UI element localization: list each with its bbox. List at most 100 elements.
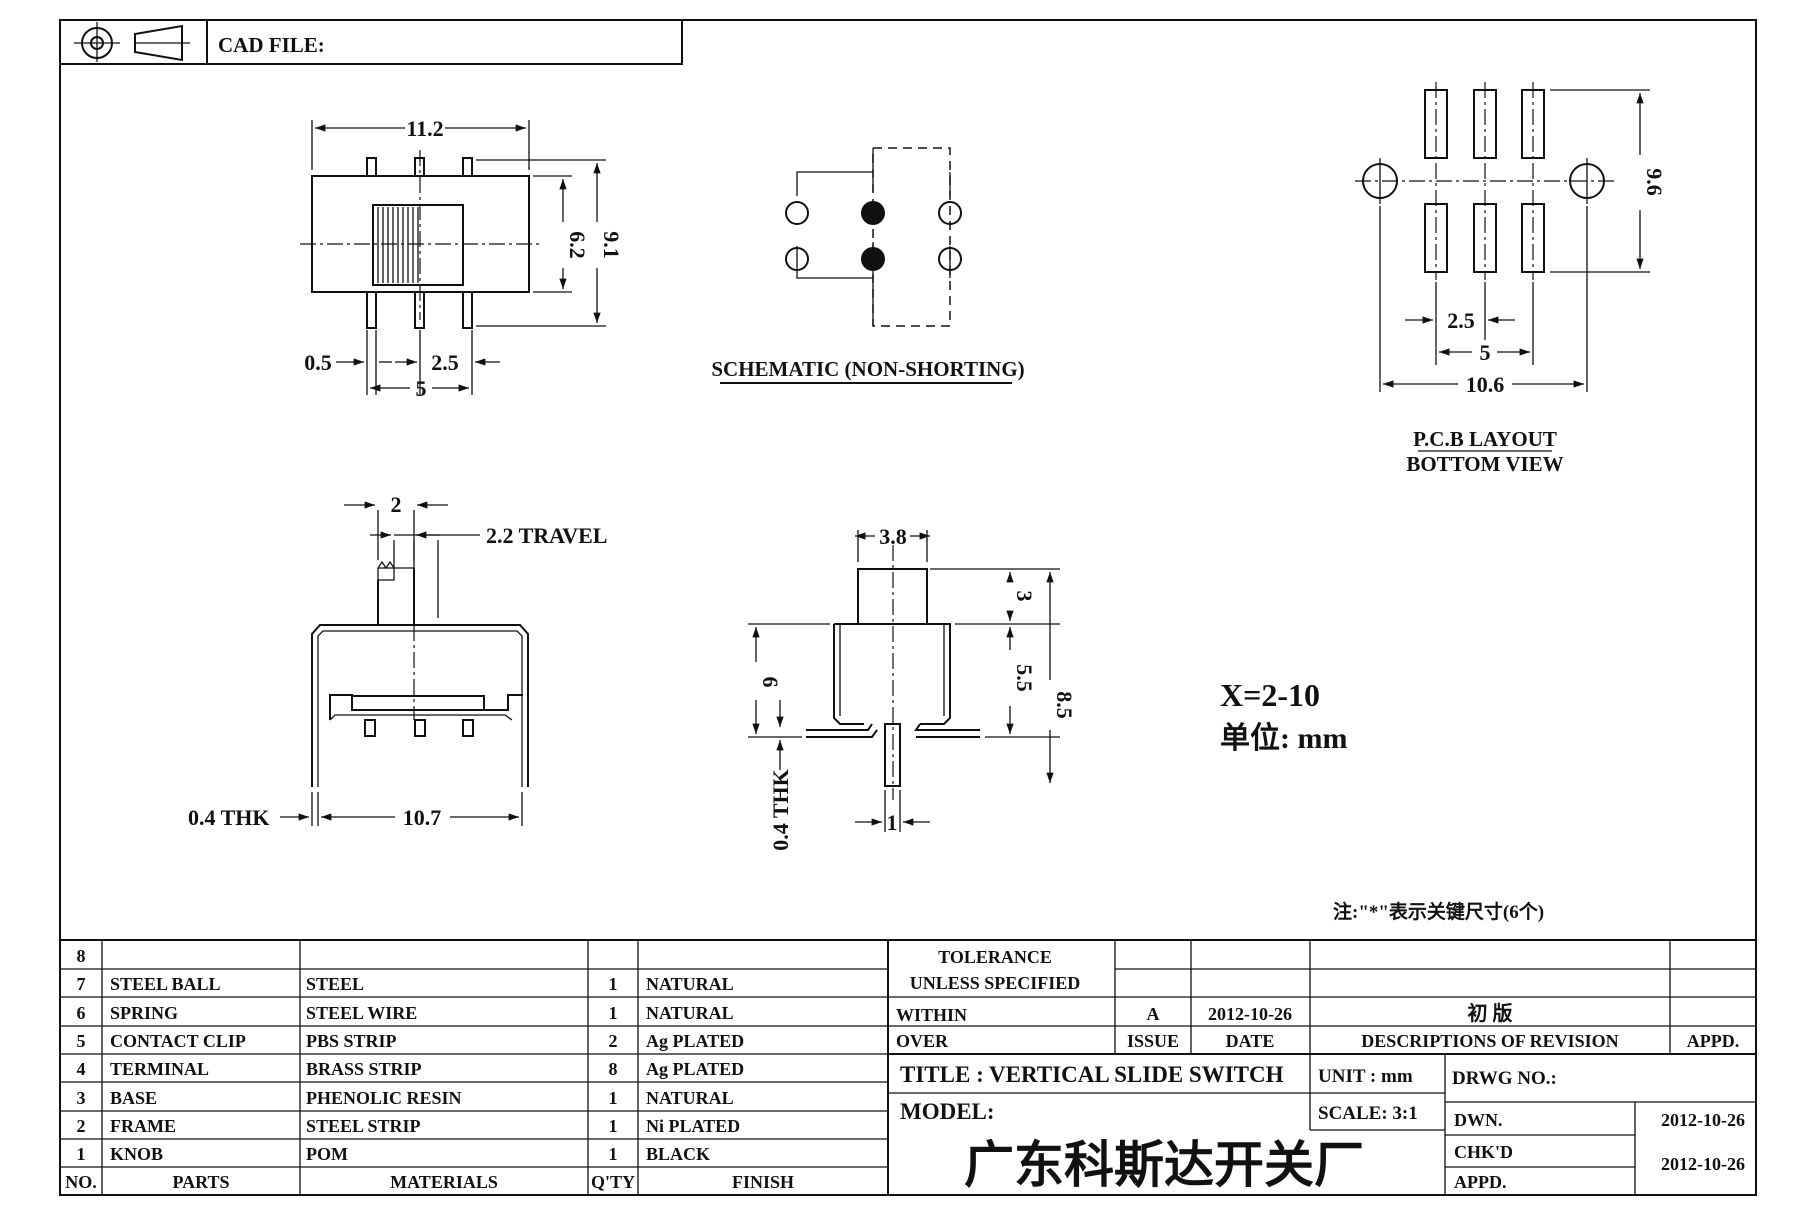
schematic: SCHEMATIC (NON-SHORTING)	[711, 147, 1025, 384]
svg-text:6: 6	[77, 1003, 86, 1023]
svg-text:DWN.: DWN.	[1454, 1110, 1503, 1130]
schematic-terminal	[785, 201, 809, 225]
title-block-grid	[60, 939, 1756, 1195]
svg-text:OVER: OVER	[896, 1031, 949, 1051]
svg-text:1: 1	[609, 1003, 618, 1023]
svg-text:NO.: NO.	[65, 1172, 97, 1192]
svg-text:6: 6	[758, 677, 783, 688]
svg-text:2012-10-26: 2012-10-26	[1208, 1004, 1292, 1024]
svg-text:8: 8	[77, 946, 86, 966]
svg-text:DATE: DATE	[1226, 1031, 1275, 1051]
table-header-row: NO. PARTS MATERIALS Q'TY FINISH	[65, 1172, 794, 1192]
svg-text:Ni PLATED: Ni PLATED	[646, 1116, 740, 1136]
schematic-terminal-active	[861, 201, 885, 225]
tolerance-block: TOLERANCE UNLESS SPECIFIED WITHIN OVER	[896, 947, 1080, 1051]
drawing-border	[59, 19, 1757, 1196]
svg-text:TERMINAL: TERMINAL	[110, 1059, 209, 1079]
side-view: 2 2.2 TRAVEL 10.7 0.4 THK	[188, 492, 607, 830]
svg-text:2: 2	[609, 1031, 618, 1051]
svg-text:1: 1	[609, 1116, 618, 1136]
key-dimension-note: 注:"*"表示关键尺寸(6个)	[1333, 900, 1544, 923]
svg-text:5: 5	[77, 1031, 86, 1051]
revision-block: A 2012-10-26 初 版 ISSUE DATE DESCRIPTIONS…	[1127, 1001, 1739, 1051]
svg-text:FRAME: FRAME	[110, 1116, 176, 1136]
svg-text:TOLERANCE: TOLERANCE	[938, 947, 1052, 967]
title-block: TITLE : VERTICAL SLIDE SWITCH MODEL: UNI…	[900, 1062, 1745, 1194]
svg-text:8.5: 8.5	[1052, 691, 1077, 719]
svg-text:STEEL STRIP: STEEL STRIP	[306, 1116, 421, 1136]
svg-text:9.1: 9.1	[599, 231, 624, 259]
svg-text:10.6: 10.6	[1466, 372, 1505, 397]
svg-text:7: 7	[77, 974, 86, 994]
svg-text:5: 5	[416, 376, 427, 401]
svg-text:10.7: 10.7	[403, 805, 442, 830]
svg-text:PHENOLIC RESIN: PHENOLIC RESIN	[306, 1088, 462, 1108]
schematic-terminal	[938, 201, 962, 225]
svg-text:NATURAL: NATURAL	[646, 1003, 734, 1023]
schematic-terminal	[938, 247, 962, 271]
svg-text:2.5: 2.5	[431, 350, 459, 375]
svg-text:2012-10-26: 2012-10-26	[1661, 1154, 1745, 1174]
table-row: 6 SPRING STEEL WIRE 1 NATURAL	[77, 1003, 734, 1023]
svg-text:STEEL BALL: STEEL BALL	[110, 974, 221, 994]
svg-text:KNOB: KNOB	[110, 1144, 163, 1164]
svg-text:BASE: BASE	[110, 1088, 157, 1108]
svg-text:3: 3	[77, 1088, 86, 1108]
table-row: 8	[77, 946, 86, 966]
header-box: CAD FILE:	[59, 19, 683, 65]
svg-text:MATERIALS: MATERIALS	[390, 1172, 498, 1192]
svg-text:UNIT : mm: UNIT : mm	[1318, 1066, 1413, 1087]
svg-text:2: 2	[391, 492, 402, 517]
svg-text:0.4 THK: 0.4 THK	[188, 805, 270, 830]
svg-text:DESCRIPTIONS OF REVISION: DESCRIPTIONS OF REVISION	[1361, 1031, 1618, 1051]
svg-text:6.2: 6.2	[565, 231, 590, 259]
svg-text:SCALE: 3:1: SCALE: 3:1	[1318, 1103, 1418, 1124]
svg-text:BRASS STRIP: BRASS STRIP	[306, 1059, 422, 1079]
end-view: 3.8 3 5.5 8.5 6 0.4 THK 1	[748, 524, 1077, 851]
svg-text:Ag PLATED: Ag PLATED	[646, 1059, 744, 1079]
svg-text:3.8: 3.8	[879, 524, 907, 549]
svg-text:3: 3	[1012, 591, 1037, 602]
svg-text:0.5: 0.5	[304, 350, 332, 375]
top-view: 11.2 6.2 9.1 0.5 2.5 5	[300, 116, 624, 401]
pcb-caption-line2: BOTTOM VIEW	[1406, 452, 1563, 476]
model-label: MODEL:	[900, 1099, 995, 1124]
table-row: 4 TERMINAL BRASS STRIP 8 Ag PLATED	[77, 1059, 745, 1079]
svg-text:POM: POM	[306, 1144, 348, 1164]
unit-note: 单位: mm	[1220, 721, 1347, 755]
svg-text:BLACK: BLACK	[646, 1144, 710, 1164]
svg-text:1: 1	[609, 974, 618, 994]
svg-text:APPD.: APPD.	[1454, 1172, 1507, 1192]
svg-text:1: 1	[887, 810, 898, 835]
schematic-terminal	[785, 247, 809, 271]
svg-text:NATURAL: NATURAL	[646, 1088, 734, 1108]
svg-text:Q'TY: Q'TY	[591, 1172, 635, 1192]
pcb-caption-line1: P.C.B LAYOUT	[1413, 427, 1557, 451]
svg-text:WITHIN: WITHIN	[896, 1005, 967, 1025]
svg-text:Ag PLATED: Ag PLATED	[646, 1031, 744, 1051]
svg-text:A: A	[1147, 1004, 1160, 1024]
svg-text:SPRING: SPRING	[110, 1003, 178, 1023]
schematic-caption: SCHEMATIC (NON-SHORTING)	[711, 357, 1024, 381]
cad-file-label: CAD FILE:	[218, 33, 325, 57]
table-row: 1 KNOB POM 1 BLACK	[77, 1144, 711, 1164]
table-row: 7 STEEL BALL STEEL 1 NATURAL	[77, 974, 734, 994]
svg-text:初 版: 初 版	[1468, 1001, 1513, 1025]
pcb-layout: 9.6 2.5 5 10.6 P.C.B LAYOUT BOTTOM VIEW	[1355, 82, 1667, 476]
x-range-note: X=2-10	[1220, 677, 1320, 713]
svg-text:1: 1	[609, 1088, 618, 1108]
svg-text:0.4 THK: 0.4 THK	[768, 769, 793, 851]
svg-text:UNLESS SPECIFIED: UNLESS SPECIFIED	[910, 973, 1081, 993]
table-row: 2 FRAME STEEL STRIP 1 Ni PLATED	[77, 1116, 741, 1136]
parts-table: 8 7 STEEL BALL STEEL 1 NATURAL 6 SPRING …	[65, 946, 794, 1192]
svg-text:PBS STRIP: PBS STRIP	[306, 1031, 397, 1051]
svg-text:1: 1	[77, 1144, 86, 1164]
svg-text:4: 4	[77, 1059, 86, 1079]
svg-text:1: 1	[609, 1144, 618, 1164]
svg-text:5.5: 5.5	[1012, 664, 1037, 692]
svg-text:ISSUE: ISSUE	[1127, 1031, 1179, 1051]
svg-text:STEEL: STEEL	[306, 974, 364, 994]
svg-text:DRWG NO.:: DRWG NO.:	[1452, 1068, 1557, 1089]
table-row: 3 BASE PHENOLIC RESIN 1 NATURAL	[77, 1088, 734, 1108]
